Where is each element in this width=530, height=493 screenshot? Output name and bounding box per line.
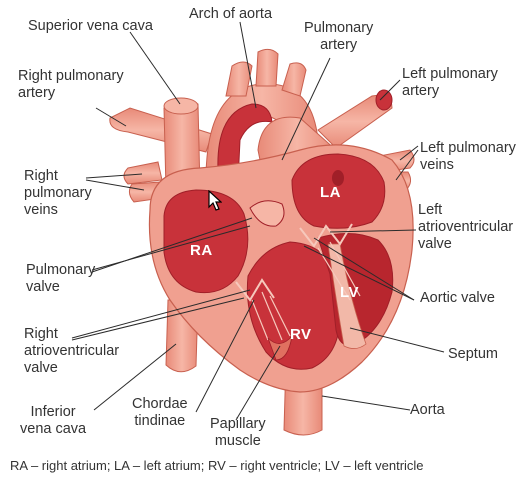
label-aorta: Aorta — [410, 402, 445, 419]
label-chordae-tendinae: Chordae tindinae — [132, 396, 188, 430]
label-right-pulmonary-artery: Right pulmonary artery — [18, 68, 124, 102]
right-pulmonary-vein-upper — [124, 162, 162, 184]
label-left-pulmonary-artery: Left pulmonary artery — [402, 66, 498, 100]
label-arch-of-aorta: Arch of aorta — [189, 6, 272, 23]
label-right-pulmonary-veins: Right pulmonary veins — [24, 168, 92, 219]
label-aortic-valve: Aortic valve — [420, 290, 495, 307]
label-septum: Septum — [448, 346, 498, 363]
left-subclavian-artery — [282, 63, 306, 96]
label-right-av-valve: Right atrioventricular valve — [24, 326, 119, 377]
chamber-ra-label: RA — [190, 242, 213, 259]
label-left-pulmonary-veins: Left pulmonary veins — [420, 140, 516, 174]
label-superior-vena-cava: Superior vena cava — [28, 18, 153, 35]
label-papillary-muscle: Papillary muscle — [210, 416, 266, 450]
label-left-av-valve: Left atrioventricular valve — [418, 202, 513, 253]
caption: RA – right atrium; LA – left atrium; RV … — [10, 458, 424, 473]
mouse-cursor-icon — [208, 190, 222, 212]
label-pulmonary-valve: Pulmonary valve — [26, 262, 95, 296]
chamber-rv-label: RV — [290, 326, 312, 343]
label-pulmonary-artery: Pulmonary artery — [304, 20, 373, 54]
chamber-lv-label: LV — [340, 284, 359, 301]
label-inferior-vena-cava: Inferior vena cava — [20, 404, 86, 438]
left-carotid-artery — [256, 49, 278, 86]
chamber-la-label: LA — [320, 184, 341, 201]
